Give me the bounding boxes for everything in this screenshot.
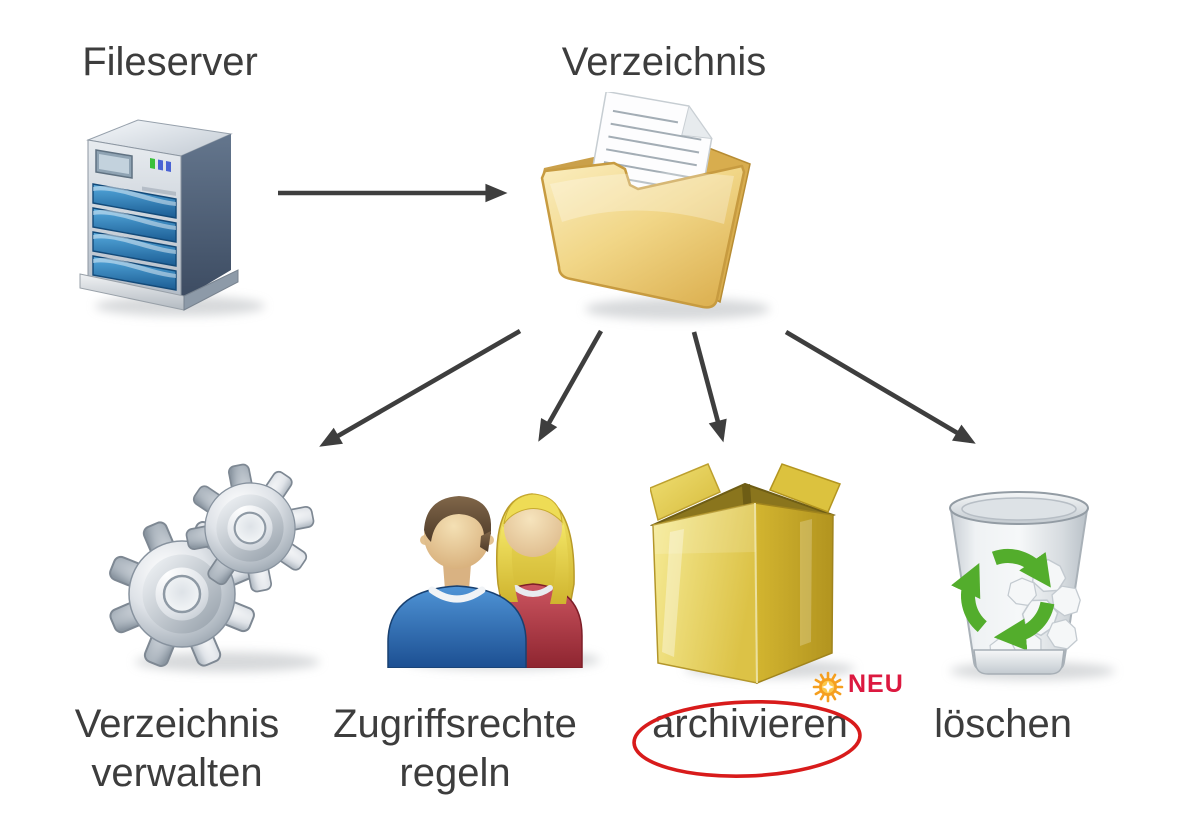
zugriff-line2: regeln [399,751,511,795]
arrow-folder-to-gears [319,329,522,447]
verwalten-line2: verwalten [91,751,263,795]
icon-shadow [585,298,770,320]
icon-shadow [135,652,320,672]
star-burst-icon [812,671,844,703]
neu-badge: NEU [848,670,904,698]
recycle-bin-icon [949,491,1089,675]
zugriffsrechte-label: Zugriffsrechte regeln [333,700,577,798]
arrow-folder-to-users [538,329,604,442]
two-users-icon [387,493,583,668]
zugriff-line1: Zugriffsrechte [333,702,577,746]
fileserver-label: Fileserver [82,40,258,84]
open-folder-document-icon [540,92,751,309]
verwalten-label: Verzeichnis verwalten [75,700,280,798]
arrow-folder-to-bin [784,330,976,444]
server-tower-icon [79,119,239,311]
archivieren-label: archivieren [652,702,848,746]
verwalten-line1: Verzeichnis [74,702,280,746]
loeschen-label: löschen [934,702,1072,746]
gears-icon [102,462,318,678]
arrow-folder-to-box [691,331,727,443]
verzeichnis-label: Verzeichnis [561,40,767,84]
open-box-icon [650,463,842,684]
